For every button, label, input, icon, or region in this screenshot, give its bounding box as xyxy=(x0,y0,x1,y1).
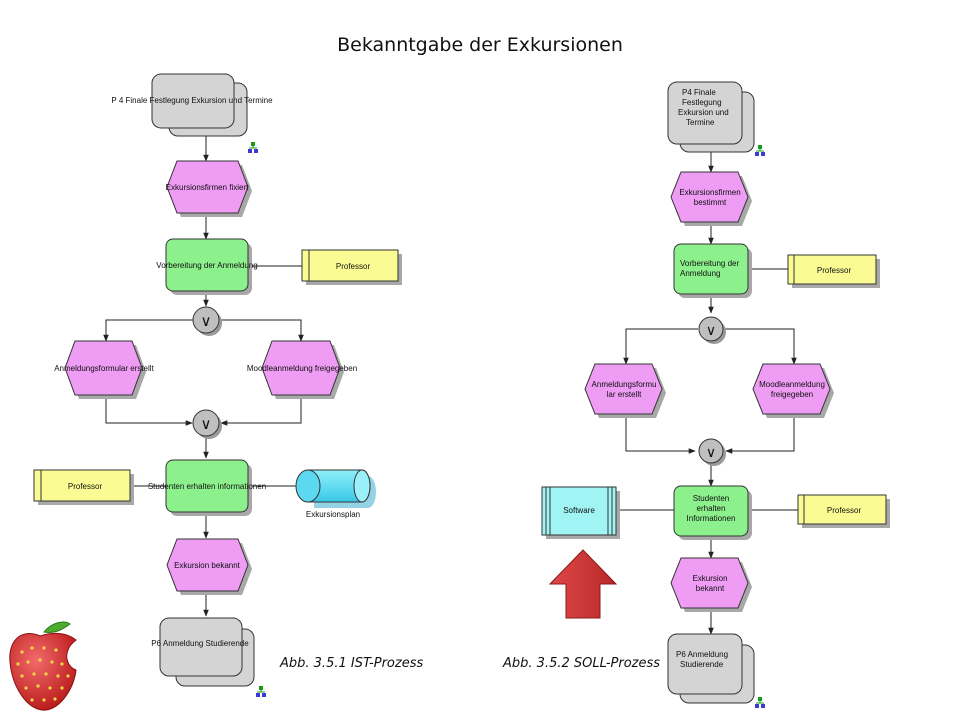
up-arrow-icon xyxy=(548,549,618,619)
edge-soll-xor1-e3 xyxy=(723,328,797,365)
soll-connector-1: ∨ xyxy=(698,316,726,344)
edge-soll-e3-xor2 xyxy=(725,414,795,454)
ist-event-moodleanmeldung: Moodleanmeldung freigegeben xyxy=(247,340,357,399)
ist-p6-label: P6 Anmeldung Studierende xyxy=(151,639,249,648)
hierarchy-icon xyxy=(755,697,765,708)
soll-function-studenten-erhalten: Studenten erhalten Informationen xyxy=(673,485,752,540)
ist-org1-label: Professor xyxy=(336,262,371,271)
ist-e4-label: Exkursion bekannt xyxy=(174,561,241,570)
ist-connector-2-symbol: ∨ xyxy=(201,416,212,433)
soll-org2-label: Professor xyxy=(827,506,862,515)
ist-event-anmeldungsformular: Anmeldungsformular erstellt xyxy=(54,340,155,399)
ist-org-professor-1: Professor xyxy=(301,249,402,285)
soll-f1-line-2: Anmeldung xyxy=(680,269,720,278)
ist-p4-process-interface: P 4 Finale Festlegung Exkursion und Term… xyxy=(111,73,273,137)
edge-ist-e3-xor2 xyxy=(220,397,302,426)
soll-org1-label: Professor xyxy=(817,266,852,275)
ist-e2-label: Anmeldungsformular erstellt xyxy=(54,364,154,373)
ist-p4-label: P 4 Finale Festlegung Exkursion und Term… xyxy=(111,96,273,105)
hierarchy-icon xyxy=(755,145,765,156)
soll-function-vorbereitung: Vorbereitung der Anmeldung xyxy=(673,243,752,298)
soll-f2-line-2: erhalten xyxy=(697,504,726,513)
soll-connector-1-symbol: ∨ xyxy=(706,322,716,338)
edge-ist-xor1-e3 xyxy=(219,319,304,342)
soll-event-exkursion-bekannt: Exkursion bekannt xyxy=(670,557,752,612)
ist-connector-2: ∨ xyxy=(192,409,222,439)
soll-event-anmeldungsformular: Anmeldungsformu lar erstellt xyxy=(584,363,666,418)
soll-connector-2: ∨ xyxy=(698,438,726,466)
ist-function-vorbereitung: Vorbereitung der Anmeldung xyxy=(156,238,258,295)
soll-p4-process-interface: P4 Finale Festlegung Exkursion und Termi… xyxy=(667,81,755,153)
soll-e1-line-1: Exkursionsfirmen xyxy=(679,188,740,197)
hierarchy-icon xyxy=(248,142,258,153)
soll-p4-line-3: Exkursion und xyxy=(678,108,729,117)
ist-event-exkursionsfirmen-fixiert: Exkursionsfirmen fixiert xyxy=(166,160,252,217)
strawberry-logo xyxy=(9,621,77,711)
ist-event-exkursion-bekannt: Exkursion bekannt xyxy=(166,538,252,595)
ist-f1-label: Vorbereitung der Anmeldung xyxy=(156,261,257,270)
soll-org-professor-2: Professor xyxy=(797,494,890,528)
soll-p4-line-1: P4 Finale xyxy=(682,88,716,97)
soll-e2-line-2: lar erstellt xyxy=(607,390,642,399)
soll-e4-line-2: bekannt xyxy=(696,584,725,593)
soll-p6-process-interface: P6 Anmeldung Studierende xyxy=(667,633,755,704)
ist-doc-label: Exkursionsplan xyxy=(306,510,360,519)
soll-e1-line-2: bestimmt xyxy=(694,198,727,207)
edge-ist-e2-xor2 xyxy=(105,397,193,426)
edge-soll-e2-xor2 xyxy=(625,414,696,454)
soll-p4-line-2: Festlegung xyxy=(682,98,722,107)
ist-connector-1-symbol: ∨ xyxy=(201,313,212,330)
page-title: Bekanntgabe der Exkursionen xyxy=(337,34,623,56)
ist-function-studenten-erhalten: Studenten erhalten informationen xyxy=(148,459,266,516)
soll-sys-label: Software xyxy=(563,506,595,515)
soll-event-moodleanmeldung: Moodleanmeldung freigegeben xyxy=(752,363,834,418)
ist-org-professor-2: Professor xyxy=(33,469,134,505)
soll-org-professor-1: Professor xyxy=(787,254,880,288)
caption-ist: Abb. 3.5.1 IST-Prozess xyxy=(280,656,424,671)
ist-e3-label: Moodleanmeldung freigegeben xyxy=(247,364,357,373)
edge-soll-xor1-e2 xyxy=(623,328,698,365)
soll-f2-line-3: Informationen xyxy=(687,514,736,523)
soll-f1-line-1: Vorbereitung der xyxy=(680,259,739,268)
ist-f2-label: Studenten erhalten informationen xyxy=(148,482,266,491)
ist-p6-process-interface: P6 Anmeldung Studierende xyxy=(151,617,255,687)
soll-e4-line-1: Exkursion xyxy=(692,574,727,583)
edge-ist-xor1-e2 xyxy=(103,319,194,342)
ist-connector-1: ∨ xyxy=(192,306,222,336)
hierarchy-icon xyxy=(256,686,266,697)
soll-p4-line-4: Termine xyxy=(686,118,715,127)
soll-connector-2-symbol: ∨ xyxy=(706,444,716,460)
ist-document-exkursionsplan: Exkursionsplan xyxy=(295,469,376,519)
soll-e2-line-1: Anmeldungsformu xyxy=(592,380,657,389)
soll-f2-line-1: Studenten xyxy=(693,494,729,503)
soll-e3-line-1: Moodleanmeldung xyxy=(759,380,825,389)
ist-e1-label: Exkursionsfirmen fixiert xyxy=(166,183,249,192)
soll-event-exkursionsfirmen-bestimmt: Exkursionsfirmen bestimmt xyxy=(670,171,752,226)
soll-system-software: Software xyxy=(541,486,620,539)
soll-p6-line-2: Studierende xyxy=(680,660,724,669)
ist-org2-label: Professor xyxy=(68,482,103,491)
soll-e3-line-2: freigegeben xyxy=(771,390,813,399)
soll-p6-line-1: P6 Anmeldung xyxy=(676,650,728,659)
caption-soll: Abb. 3.5.2 SOLL-Prozess xyxy=(503,656,661,671)
